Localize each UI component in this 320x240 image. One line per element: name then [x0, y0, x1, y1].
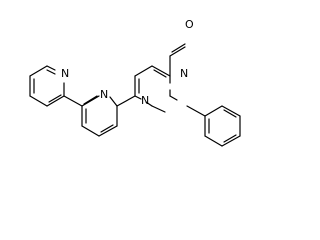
biaryl-bond-left — [63, 95, 83, 107]
pyridine-middle-n-label: N — [100, 88, 108, 101]
structure-diagram: N N N N O — [29, 18, 241, 147]
phenyl-bond — [186, 105, 206, 117]
pyrimidine-n-top-label: N — [180, 67, 188, 80]
pyridine-left-n-label: N — [61, 67, 69, 80]
pyrimidine-ring — [134, 65, 178, 113]
aldehyde-group — [169, 43, 186, 77]
biaryl-bond-right — [116, 95, 136, 107]
pyrimidine-n-bottom-label: N — [141, 94, 149, 107]
pyridine-ring-middle — [81, 95, 118, 137]
aldehyde-o-label: O — [185, 18, 194, 31]
benzene-ring — [204, 105, 241, 147]
pyridine-ring-left — [29, 65, 65, 107]
